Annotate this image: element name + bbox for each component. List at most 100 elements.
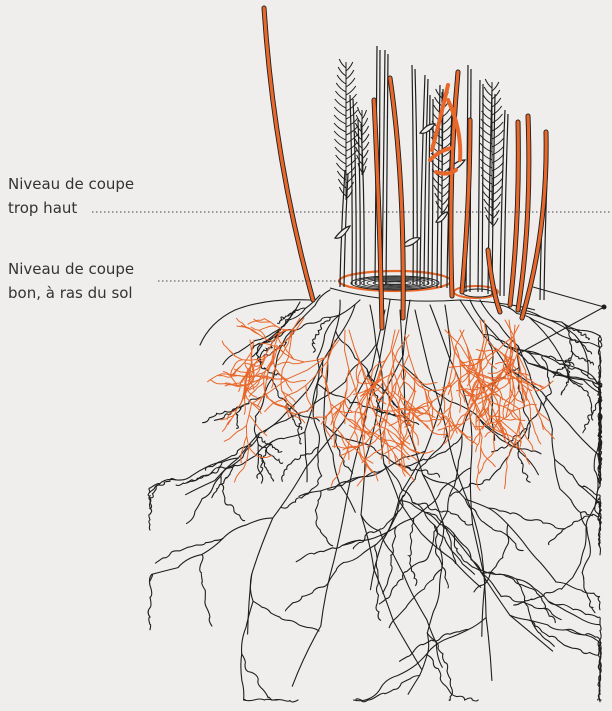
fibrous-root xyxy=(533,426,541,444)
fibrous-root xyxy=(312,408,333,418)
fibrous-root xyxy=(478,418,482,467)
seed-head-spikelet xyxy=(346,102,357,111)
fibrous-root xyxy=(265,392,297,414)
root xyxy=(571,352,593,365)
root xyxy=(200,555,212,626)
fibrous-root xyxy=(459,390,461,412)
seed-head-spikelet xyxy=(335,99,346,108)
seed-head-spikelet xyxy=(337,75,346,84)
root xyxy=(315,491,332,546)
seed-head-spikelet xyxy=(492,114,502,123)
fibrous-root xyxy=(277,345,326,362)
root xyxy=(285,563,343,611)
fibrous-root xyxy=(306,385,313,411)
seed-head-spikelet xyxy=(362,142,369,151)
cut-level-good-line2: bon, à ras du sol xyxy=(8,281,134,305)
seed-head-spikelet xyxy=(335,147,346,156)
seed-head-spikelet xyxy=(334,107,346,116)
grass-stem-edge xyxy=(482,84,483,292)
root xyxy=(548,516,589,544)
seed-head-spikelet xyxy=(492,98,501,107)
cut-level-good-line1: Niveau de coupe xyxy=(8,257,134,281)
surface-root xyxy=(260,302,300,345)
fibrous-root xyxy=(210,379,229,384)
seed-head-spikelet xyxy=(484,199,492,208)
root xyxy=(253,601,319,631)
fibrous-root xyxy=(523,428,533,451)
seed-head-spikelet xyxy=(334,131,346,140)
root xyxy=(453,533,495,575)
cut-level-good-label: Niveau de coupe bon, à ras du sol xyxy=(8,257,134,305)
long-stem-left xyxy=(264,8,313,300)
grass-stem xyxy=(412,65,413,285)
seed-head-spikelet xyxy=(346,78,355,87)
root xyxy=(583,402,598,433)
fibrous-root xyxy=(224,426,246,442)
seed-head-spikelet xyxy=(483,95,492,104)
seed-head-spikelet xyxy=(433,177,442,186)
root xyxy=(282,447,319,481)
root xyxy=(528,363,601,401)
root xyxy=(242,654,278,700)
root xyxy=(562,486,601,589)
seed-head-spikelet xyxy=(436,89,442,98)
grass-stem-edge xyxy=(415,69,417,285)
root xyxy=(571,339,592,354)
root xyxy=(529,620,598,655)
fibrous-root xyxy=(412,377,437,384)
fibrous-root xyxy=(428,385,452,391)
fibrous-root xyxy=(251,403,261,414)
grass-stem xyxy=(478,80,480,292)
seed-head-spikelet xyxy=(346,62,353,71)
grass-stem-edge xyxy=(386,54,388,285)
root xyxy=(361,515,442,668)
seed-head-spikelet xyxy=(492,106,502,115)
seed-head-spikelet xyxy=(492,122,503,131)
fibrous-root xyxy=(259,326,276,330)
fibrous-root xyxy=(237,326,273,342)
fibrous-root xyxy=(479,451,494,473)
seed-head-spikelet xyxy=(336,155,346,164)
root xyxy=(148,479,175,508)
seed-head-spikelet xyxy=(482,103,492,112)
fibrous-root xyxy=(481,447,496,467)
grass-stem-edge xyxy=(353,99,356,285)
seed-head-spikelet xyxy=(362,134,369,143)
seed-head-spikelet xyxy=(357,107,362,116)
cut-level-too-high-line2: trop haut xyxy=(8,196,134,220)
seed-head-spikelet xyxy=(334,139,346,148)
long-stem-left-outline xyxy=(264,8,313,300)
fibrous-root xyxy=(505,461,508,488)
seed-head-spikelet xyxy=(492,82,499,91)
root xyxy=(379,557,428,604)
seed-head-spikelet xyxy=(435,97,442,106)
grass-stem-edge xyxy=(424,79,428,286)
grass-leaf xyxy=(335,226,350,238)
callout-dot xyxy=(602,305,607,310)
root xyxy=(150,518,273,581)
seed-head-spikelet xyxy=(484,87,492,96)
root xyxy=(148,574,152,630)
root xyxy=(241,574,253,700)
root xyxy=(465,499,523,550)
root xyxy=(149,458,238,492)
root xyxy=(361,300,422,669)
seed-head-spikelet xyxy=(338,67,346,76)
seed-head-spikelet xyxy=(362,110,367,119)
root xyxy=(305,300,360,482)
grass-stem xyxy=(428,95,430,285)
seed-head-spikelet xyxy=(483,191,492,200)
fibrous-root xyxy=(410,449,434,453)
crown-growth-line xyxy=(361,278,429,288)
seed-head-spikelet xyxy=(346,118,358,127)
fibrous-root xyxy=(244,397,245,414)
seed-head-spikelet xyxy=(346,86,356,95)
root xyxy=(510,615,601,670)
seed-head-spikelet xyxy=(336,83,346,92)
fibrous-root xyxy=(249,447,272,457)
fibrous-root xyxy=(515,441,529,464)
fibrous-root xyxy=(237,318,253,329)
root xyxy=(556,582,600,610)
